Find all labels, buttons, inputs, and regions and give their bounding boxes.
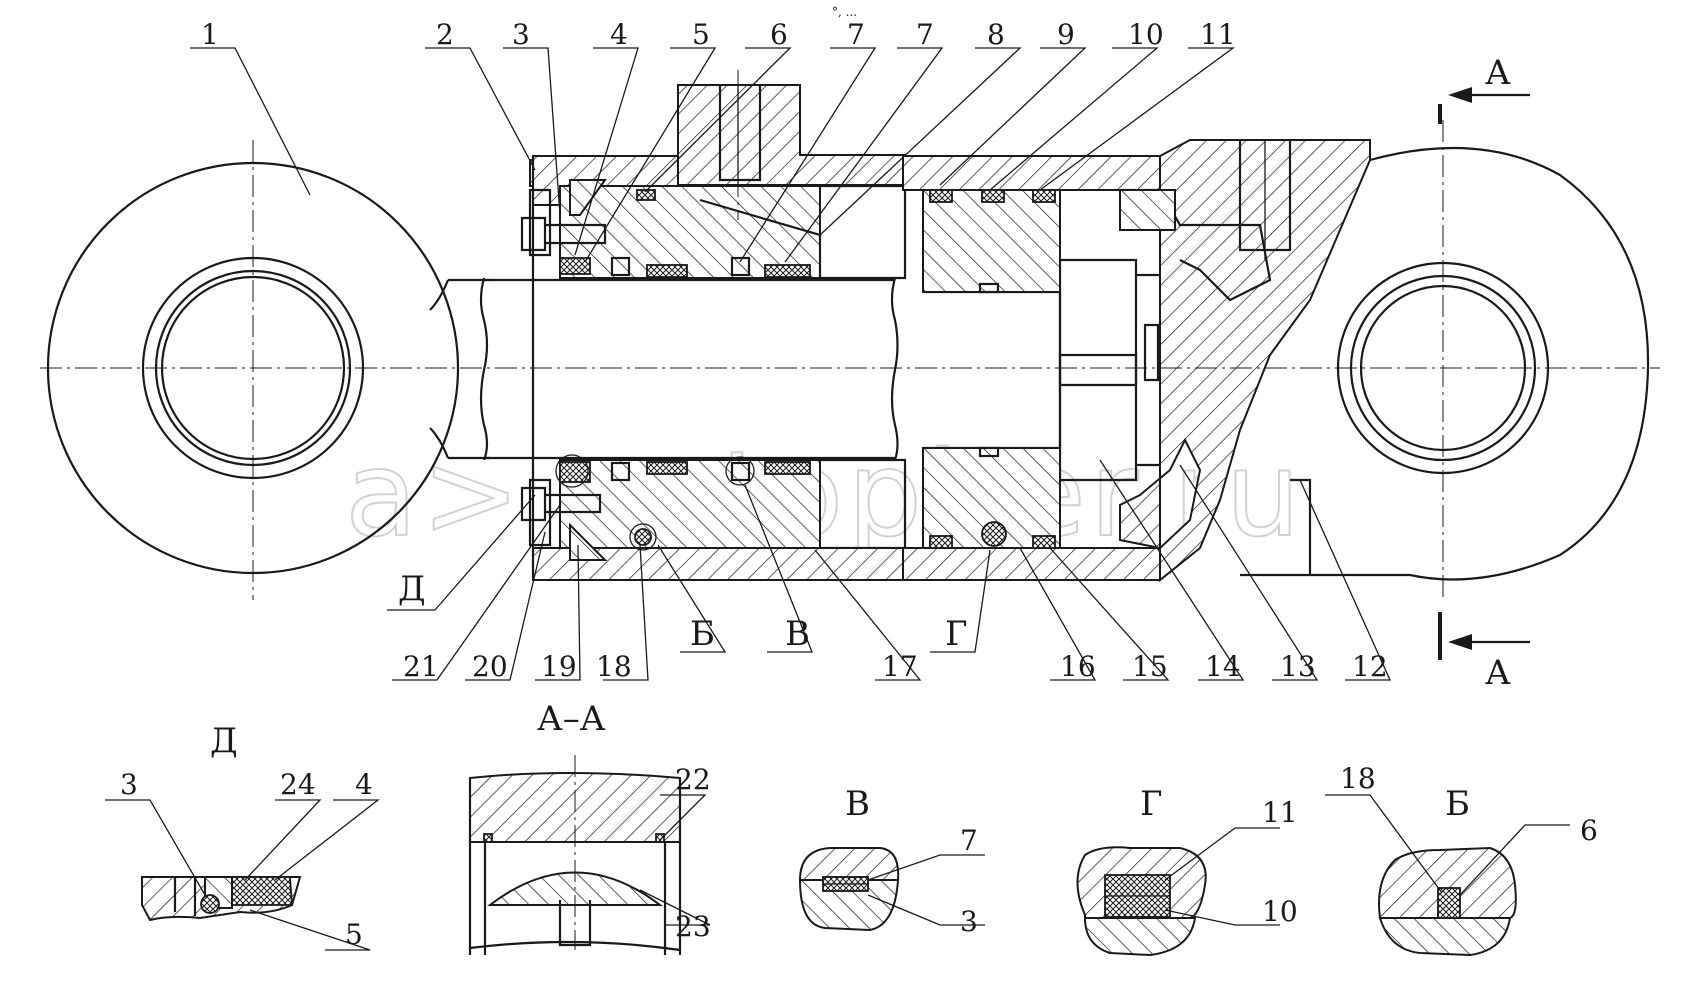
top-mark: °, ... <box>832 5 857 19</box>
callout-17: 17 <box>882 650 918 683</box>
section-aa-label-23: 23 <box>675 910 711 943</box>
detail-b-label-18: 18 <box>1340 762 1376 795</box>
callout-8: 8 <box>987 18 1005 51</box>
detail-d-label-24: 24 <box>280 768 316 801</box>
callout-b: Б <box>690 614 715 654</box>
callout-9: 9 <box>1057 18 1075 51</box>
detail-d-title: Д <box>210 721 238 761</box>
callout-4: 4 <box>610 18 628 51</box>
detail-d: Д 3 24 4 5 <box>105 721 380 951</box>
callout-15: 15 <box>1132 650 1168 683</box>
callouts-top: 1 2 3 4 5 6 7 7 8 9 10 11 <box>190 18 1236 263</box>
section-mark-bottom: А <box>1485 653 1511 693</box>
detail-d-label-3: 3 <box>120 768 138 801</box>
callout-5: 5 <box>692 18 710 51</box>
detail-v: В 7 3 <box>798 784 985 938</box>
detail-b: Б 18 6 <box>1325 762 1598 957</box>
detail-g-label-10: 10 <box>1262 895 1298 928</box>
detail-b-label-6: 6 <box>1580 814 1598 847</box>
callout-7b: 7 <box>916 18 934 51</box>
detail-v-label-3: 3 <box>960 905 978 938</box>
detail-g-label-11: 11 <box>1262 796 1298 829</box>
detail-v-label-7: 7 <box>960 824 978 857</box>
detail-g: Г 11 10 <box>1076 784 1298 957</box>
detail-v-title: В <box>845 784 870 824</box>
section-aa: А–А 22 23 <box>468 699 711 955</box>
callout-10: 10 <box>1128 18 1164 51</box>
callout-g: Г <box>945 614 968 654</box>
callout-7a: 7 <box>847 18 865 51</box>
callout-12: 12 <box>1352 650 1388 683</box>
callout-1: 1 <box>201 18 219 51</box>
callout-d: Д <box>398 569 426 609</box>
detail-d-label-4: 4 <box>355 768 373 801</box>
section-marks: А А <box>1438 53 1530 693</box>
section-aa-label-22: 22 <box>675 763 711 796</box>
detail-b-title: Б <box>1445 784 1470 824</box>
callout-13: 13 <box>1280 650 1316 683</box>
callout-21: 21 <box>403 650 439 683</box>
detail-g-title: Г <box>1140 784 1163 824</box>
callout-3: 3 <box>512 18 530 51</box>
callout-6: 6 <box>770 18 788 51</box>
callout-v: В <box>785 614 810 654</box>
callout-18: 18 <box>596 650 632 683</box>
callout-2: 2 <box>436 18 454 51</box>
callout-11: 11 <box>1200 18 1236 51</box>
detail-d-label-5: 5 <box>345 918 363 951</box>
callout-14: 14 <box>1205 650 1241 683</box>
callouts-bottom: 21 20 19 18 Б В Г 16 15 14 13 12 17 Д <box>387 459 1392 683</box>
section-aa-title: А–А <box>537 699 606 739</box>
callout-19: 19 <box>541 650 577 683</box>
callout-16: 16 <box>1060 650 1096 683</box>
callout-20: 20 <box>472 650 508 683</box>
tube-and-piston <box>902 139 1371 583</box>
center-lines <box>40 70 1660 600</box>
section-mark-top: А <box>1485 53 1511 93</box>
